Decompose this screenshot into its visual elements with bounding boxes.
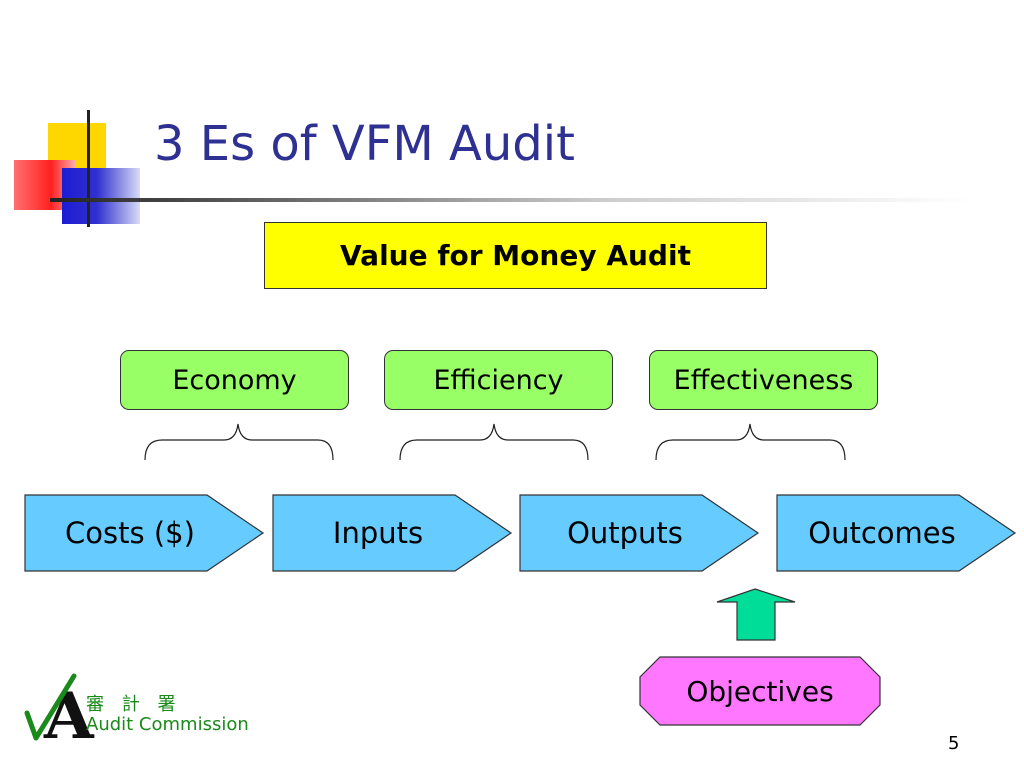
audit-commission-logo-mark: A xyxy=(24,673,95,754)
costs-chevron xyxy=(24,494,265,572)
title-decoration-vertical-line xyxy=(87,110,90,227)
logo-chinese-text: 審 計 署 xyxy=(86,694,182,715)
efficiency-box: Efficiency xyxy=(384,350,613,410)
inputs-chevron xyxy=(272,494,513,572)
objectives-label: Objectives xyxy=(686,674,834,708)
effectiveness-brace xyxy=(655,423,846,461)
outcomes-chevron xyxy=(776,494,1017,572)
objectives-octagon xyxy=(639,656,881,726)
costs-label: Costs ($) xyxy=(65,516,195,550)
efficiency-brace xyxy=(399,423,589,461)
logo-english-text: Audit Commission xyxy=(86,714,249,735)
outputs-label: Outputs xyxy=(567,516,683,550)
inputs-label: Inputs xyxy=(332,516,424,550)
slide-title: 3 Es of VFM Audit xyxy=(154,116,575,172)
up-arrow xyxy=(716,588,796,641)
page-number: 5 xyxy=(948,733,960,754)
value-for-money-audit-box: Value for Money Audit xyxy=(264,222,767,289)
title-decoration-blue-square xyxy=(62,168,140,224)
outcomes-label: Outcomes xyxy=(808,516,956,550)
effectiveness-box: Effectiveness xyxy=(649,350,878,410)
economy-brace xyxy=(144,423,334,461)
title-underline-rule xyxy=(50,198,970,202)
outputs-chevron xyxy=(519,494,760,572)
economy-box: Economy xyxy=(120,350,349,410)
